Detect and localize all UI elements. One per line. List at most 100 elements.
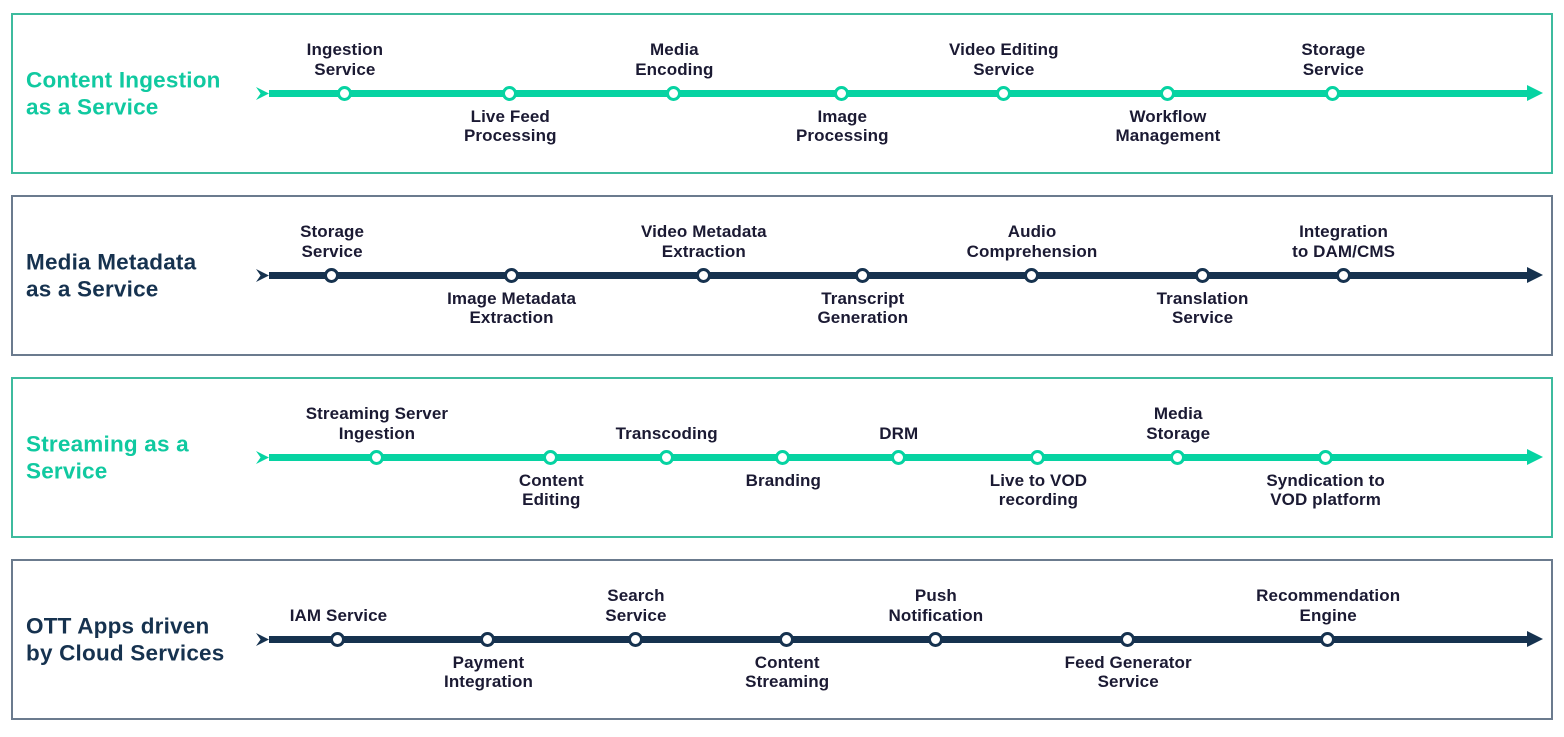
node-label-line: Integration (1299, 222, 1389, 242)
node-dot (658, 449, 674, 465)
node-dot (1335, 267, 1351, 283)
node-label-line: Comprehension (966, 241, 1098, 261)
node-label-line: Streaming Server (305, 404, 449, 424)
node-dot (1024, 267, 1040, 283)
node-label-line: Ingestion (338, 423, 416, 443)
node-label-line: Audio (1007, 222, 1057, 242)
node-dot (1030, 449, 1046, 465)
arrow-tail-icon (256, 451, 269, 464)
node-dot (336, 85, 352, 101)
node-label-line: Service (314, 59, 376, 79)
node-label-line: Media (1153, 404, 1203, 424)
node-label-line: Feed Generator (1064, 652, 1192, 672)
arrow-head-icon (1527, 85, 1543, 101)
node-dot (927, 631, 943, 647)
node-label-line: Video Metadata (640, 222, 767, 242)
arrow-tail-icon (256, 87, 269, 100)
node-label-line: Management (1115, 126, 1221, 146)
node-label-line: to DAM/CMS (1292, 241, 1396, 261)
node-label-line: Extraction (469, 308, 554, 328)
node-dot (995, 85, 1011, 101)
node-dot (543, 449, 559, 465)
arrow-head-icon (1527, 267, 1543, 283)
node-dot (854, 267, 870, 283)
node-label-line: Search (607, 586, 665, 606)
node-label-line: IAM Service (289, 605, 388, 625)
node-label-line: DRM (879, 423, 919, 443)
node-dot (890, 449, 906, 465)
node-label-line: Storage (300, 222, 365, 242)
node-dot (1325, 85, 1341, 101)
node-label-line: Transcoding (615, 423, 718, 443)
node-label-line: Service (1302, 59, 1364, 79)
node-label-line: Integration (444, 672, 533, 692)
node-label: Transcoding (567, 424, 767, 444)
node-label-line: Service (1097, 672, 1159, 692)
node-dot (1320, 631, 1336, 647)
node-label-line: Notification (888, 605, 984, 625)
band-title-line: OTT Apps driven (26, 613, 210, 639)
node-dot (330, 631, 346, 647)
arrow-head-icon (1527, 631, 1543, 647)
node-dot (480, 631, 496, 647)
node-dot (502, 85, 518, 101)
band-title-line: as a Service (26, 94, 159, 120)
node-label-line: Translation (1156, 288, 1249, 308)
node-dot (666, 85, 682, 101)
node-label: IAM Service (238, 606, 438, 626)
node-label: Branding (683, 471, 883, 491)
node-label-line: Push (914, 586, 957, 606)
band-title-line: by Cloud Services (26, 640, 225, 666)
band-title-line: as a Service (26, 276, 159, 302)
node-label-line: Encoding (635, 59, 714, 79)
node-dot (834, 85, 850, 101)
node-dot (368, 449, 384, 465)
node-label-line: Video Editing (949, 40, 1059, 60)
band-title-line: Service (26, 458, 108, 484)
node-label-line: Storage (1301, 40, 1366, 60)
node-dot (627, 631, 643, 647)
arrow-head-icon (1527, 449, 1543, 465)
node-label-line: Live to VOD (989, 470, 1088, 490)
node-label-line: Editing (522, 490, 581, 510)
node-dot (1170, 449, 1186, 465)
node-label-line: Recommendation (1256, 586, 1401, 606)
band-title-line: Streaming as a (26, 431, 189, 457)
node-dot (779, 631, 795, 647)
node-label-line: VOD platform (1270, 490, 1381, 510)
node-label-line: Processing (463, 126, 557, 146)
node-label-line: Transcript (821, 288, 905, 308)
node-label-line: Generation (817, 308, 909, 328)
arrow-tail-icon (256, 633, 269, 646)
node-dot (503, 267, 519, 283)
node-label: DRM (799, 424, 999, 444)
node-dot (1317, 449, 1333, 465)
arrow-tail-icon (256, 269, 269, 282)
node-label-line: Storage (1146, 423, 1211, 443)
node-label-line: Payment (452, 652, 525, 672)
node-label-line: Service (301, 241, 363, 261)
